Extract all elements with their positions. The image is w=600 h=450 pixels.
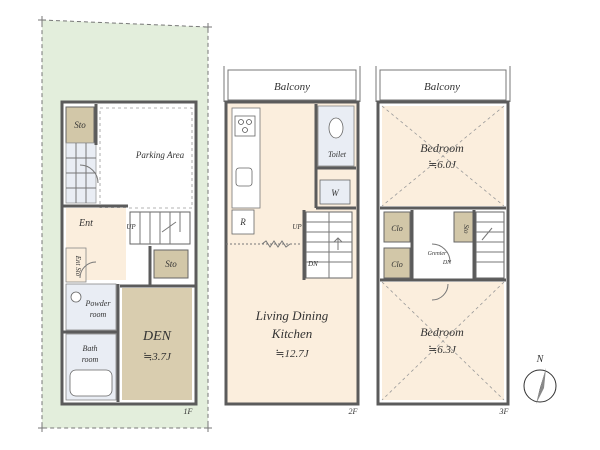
- label-up-1f: UP: [126, 223, 136, 231]
- compass-north-label: N: [536, 354, 545, 365]
- label-storage-3f: Sto: [462, 225, 470, 234]
- lot-corner-marks: [38, 16, 212, 432]
- label-den-size: ≒3.7J: [143, 351, 172, 363]
- label-bathroom-2: room: [82, 355, 99, 364]
- label-balcony-3f: Balcony: [424, 81, 460, 93]
- powder-room: [65, 283, 117, 331]
- floor-label-3f: 3F: [499, 407, 509, 416]
- label-storage-top-1f: Sto: [74, 120, 86, 130]
- closet-2: [383, 247, 411, 279]
- walls-3f-outer: [376, 100, 510, 406]
- label-storage-den: Sto: [165, 259, 177, 269]
- label-closet-2: Clo: [391, 260, 403, 269]
- label-down-3f: DN: [442, 260, 452, 266]
- label-bathroom-1: Bath: [82, 344, 97, 353]
- hall-3f: [414, 212, 452, 278]
- stairs-1f: [129, 211, 191, 245]
- floor-label-1f: 1F: [184, 407, 193, 416]
- label-powder-room-2: room: [90, 310, 107, 319]
- label-balcony-2f: Balcony: [274, 81, 310, 93]
- label-powder-room-1: Powder: [85, 299, 112, 308]
- compass-icon: N: [523, 354, 557, 404]
- balcony-3f: [379, 69, 507, 101]
- label-up-2f: UP: [292, 223, 302, 231]
- label-parking: Parking Area: [135, 150, 185, 160]
- floor-label-2f: 2F: [349, 407, 358, 416]
- floor-1f: Sto Parking Area Ent UP Ent Sto Sto Powd…: [38, 16, 212, 432]
- balcony-2f: [227, 69, 357, 101]
- refrigerator: [231, 209, 255, 235]
- storage-den: [153, 249, 189, 279]
- stairs-3f: [475, 211, 505, 279]
- stove-icon: [234, 115, 256, 137]
- label-bedroom-2-size: ≒6.3J: [428, 344, 457, 356]
- walls-2f-outer: [224, 100, 360, 406]
- floor-2f: Balcony Toilet W R UP DN Living Dining K…: [223, 66, 361, 416]
- label-refrigerator: R: [239, 217, 246, 227]
- floor-3f: Balcony Bedroom ≒6.0J Clo Clo Sto Grenie…: [375, 66, 511, 416]
- washer-space: [319, 179, 351, 205]
- label-ldk-size: ≒12.7J: [275, 348, 309, 360]
- label-bedroom-1: Bedroom: [420, 141, 464, 155]
- closet-1: [383, 211, 411, 243]
- label-entrance: Ent: [78, 218, 93, 229]
- label-ent-storage: Ent Sto: [74, 255, 82, 277]
- label-toilet: Toilet: [328, 150, 347, 159]
- label-bedroom-2: Bedroom: [420, 325, 464, 339]
- label-ldk-1: Living Dining: [255, 308, 329, 323]
- label-grenier: Grenier: [428, 251, 447, 257]
- label-closet-1: Clo: [391, 224, 403, 233]
- label-bedroom-1-size: ≒6.0J: [428, 159, 457, 171]
- den-room: [122, 288, 192, 400]
- label-ldk-2: Kitchen: [271, 326, 312, 341]
- label-down-2f: DN: [307, 260, 318, 268]
- walls-1f-outer: [60, 100, 198, 406]
- label-washer: W: [331, 188, 340, 198]
- stairs-2f: [305, 211, 353, 279]
- bathtub: [69, 369, 113, 397]
- label-den: DEN: [142, 329, 172, 344]
- sink-icon: [235, 167, 253, 187]
